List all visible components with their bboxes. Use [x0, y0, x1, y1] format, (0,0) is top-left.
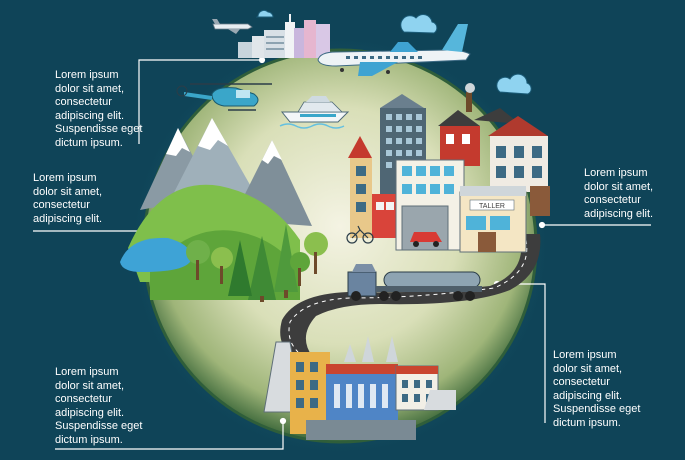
factory-icon: [263, 336, 456, 440]
callout-text-bottom-right: Lorem ipsum dolor sit amet, consectetur …: [553, 349, 641, 429]
cloud-icon: [496, 73, 532, 95]
truck-icon: [347, 264, 482, 301]
trees: [186, 224, 328, 302]
callout-text-middle-right: Lorem ipsum dolor sit amet, consectetur …: [584, 167, 654, 220]
clock-tower: [348, 136, 398, 238]
road: [280, 234, 541, 356]
callout-line-bottom-left: [55, 421, 284, 450]
shop-sign: TALLER: [479, 203, 505, 210]
lake: [120, 237, 192, 272]
skyline-buildings: [238, 14, 330, 58]
helicopter-icon: [176, 83, 272, 111]
airplane-icon: [317, 24, 471, 76]
callout-line-top-left: [138, 59, 262, 144]
bicycle-icon: [346, 225, 374, 244]
cloud-icon: [400, 14, 438, 34]
cloud-icon: [255, 9, 274, 18]
yacht-icon: [279, 96, 350, 129]
car-icon: [410, 232, 442, 247]
houses: [438, 83, 550, 216]
callout-text-bottom-left: Lorem ipsum dolor sit amet, consectetur …: [55, 366, 143, 446]
small-airplane-icon: [212, 19, 253, 34]
callout-text-top-left: Lorem ipsum dolor sit amet, consectetur …: [55, 69, 143, 149]
callout-text-middle-left: Lorem ipsum dolor sit amet, consectetur …: [33, 172, 103, 225]
workshop-building: TALLER: [395, 159, 527, 253]
